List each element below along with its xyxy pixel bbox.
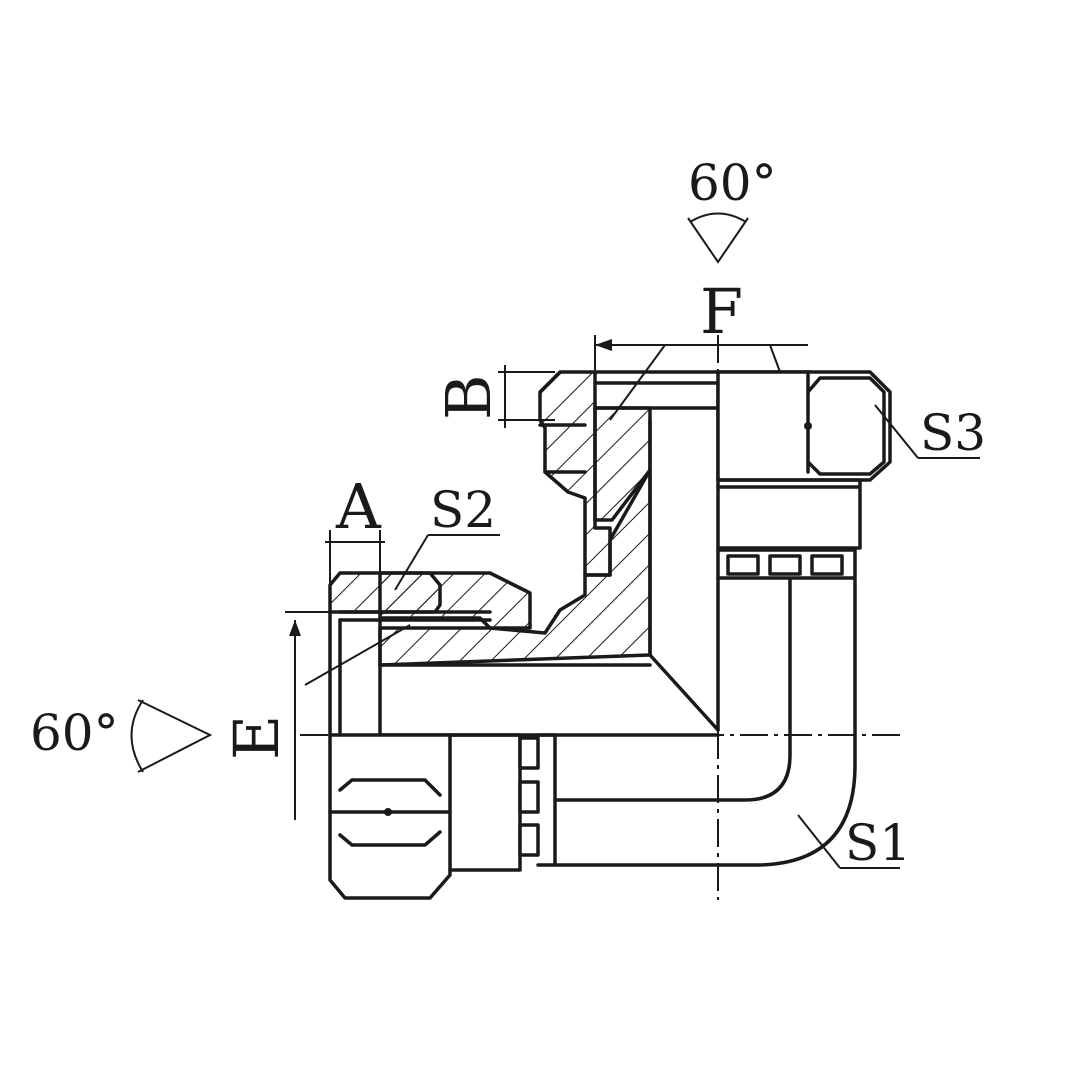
- left-angle-label: 60°: [30, 704, 119, 762]
- top-angle-label: 60°: [688, 154, 777, 212]
- dimension-a: A: [325, 470, 385, 585]
- dimension-f-label: F: [700, 275, 743, 348]
- s2-leader: S2: [394, 481, 500, 591]
- bent-tube: [553, 578, 857, 867]
- dimension-b: B: [432, 365, 555, 428]
- dimension-e-label: E: [220, 715, 293, 760]
- left-cone-angle: 60°: [30, 699, 213, 773]
- top-cone-angle: 60°: [687, 154, 777, 264]
- s1-leader: S1: [797, 814, 911, 872]
- hex-s2-label: S2: [430, 481, 496, 539]
- dimension-e: E: [220, 611, 411, 820]
- hex-s3-label: S3: [920, 404, 986, 462]
- dimension-f: F: [594, 275, 808, 421]
- top-hex-nut: [716, 370, 892, 580]
- s3-leader: S3: [874, 404, 986, 462]
- left-swivel-section: [328, 468, 720, 732]
- dimension-b-label: B: [432, 374, 505, 420]
- left-hex-nut: [328, 733, 557, 900]
- dimension-a-label: A: [335, 470, 382, 543]
- hex-s1-label: S1: [845, 814, 911, 872]
